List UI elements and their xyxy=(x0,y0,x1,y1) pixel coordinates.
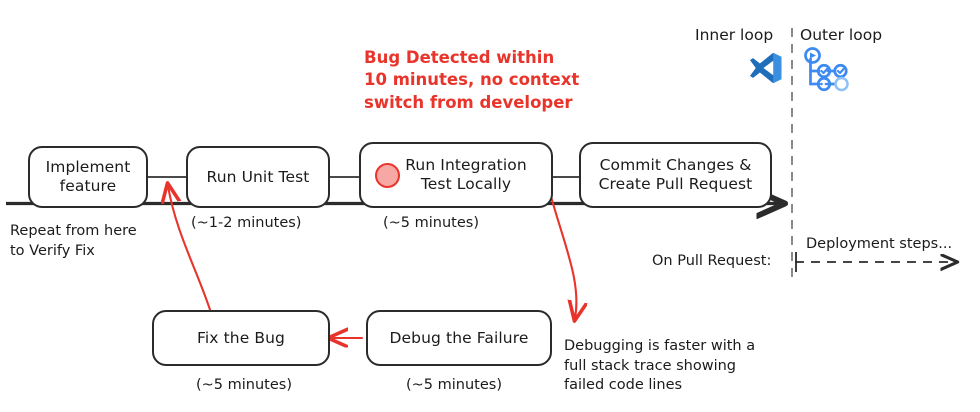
label-outer-loop: Outer loop xyxy=(800,26,883,44)
node-line: Debug the Failure xyxy=(389,328,529,347)
integration-to-debug-arrow xyxy=(545,180,576,318)
fix-to-unittest-arrow xyxy=(168,186,214,318)
node-line: feature xyxy=(59,177,117,195)
failure-status-dot xyxy=(375,163,400,188)
node-commit-changes[interactable]: Commit Changes & Create Pull Request xyxy=(579,142,772,208)
caption-unit-test-duration: (~1-2 minutes) xyxy=(191,215,302,231)
annotation-deployment-steps: Deployment steps... xyxy=(806,236,953,252)
annotation-line: switch from developer xyxy=(364,92,573,112)
annotation-line: failed code lines xyxy=(564,377,683,394)
label-inner-loop: Inner loop xyxy=(695,26,774,44)
annotation-on-pull-request: On Pull Request: xyxy=(652,253,772,269)
node-run-unit-test[interactable]: Run Unit Test xyxy=(186,146,330,208)
node-line: Implement xyxy=(45,158,131,177)
node-debug-the-failure[interactable]: Debug the Failure xyxy=(366,310,552,366)
vscode-icon xyxy=(748,50,784,90)
node-implement-feature[interactable]: Implement feature xyxy=(28,146,148,208)
annotation-line: Debugging is faster with a xyxy=(564,338,756,354)
pipeline-icon xyxy=(802,47,854,101)
annotation-line: to Verify Fix xyxy=(10,242,95,259)
node-line: Commit Changes & xyxy=(599,156,752,175)
node-fix-the-bug[interactable]: Fix the Bug xyxy=(152,310,330,366)
annotation-line: Repeat from here xyxy=(10,223,137,239)
deployment-arrow xyxy=(795,252,955,272)
annotation-bug-detected: Bug Detected within 10 minutes, no conte… xyxy=(364,47,579,114)
caption-fix-the-bug-duration: (~5 minutes) xyxy=(196,377,292,393)
annotation-line: 10 minutes, no context xyxy=(364,70,580,90)
node-line: Fix the Bug xyxy=(197,328,285,347)
node-line: Create Pull Request xyxy=(598,175,753,193)
annotation-debugging-faster: Debugging is faster with a full stack tr… xyxy=(564,337,755,396)
annotation-line: Bug Detected within xyxy=(364,48,555,67)
caption-debug-the-failure-duration: (~5 minutes) xyxy=(406,377,502,393)
caption-integration-test-duration: (~5 minutes) xyxy=(383,215,479,231)
annotation-line: full stack trace showing xyxy=(564,357,736,374)
node-line: Run Unit Test xyxy=(206,167,310,186)
node-line: Run Integration xyxy=(405,156,527,175)
node-line: Test Locally xyxy=(420,175,512,193)
annotation-repeat-from-here: Repeat from here to Verify Fix xyxy=(10,222,137,261)
vscode-icon-svg xyxy=(750,52,782,84)
node-run-integration-test[interactable]: Run Integration Test Locally xyxy=(359,142,553,208)
pipeline-icon-svg xyxy=(804,47,849,92)
